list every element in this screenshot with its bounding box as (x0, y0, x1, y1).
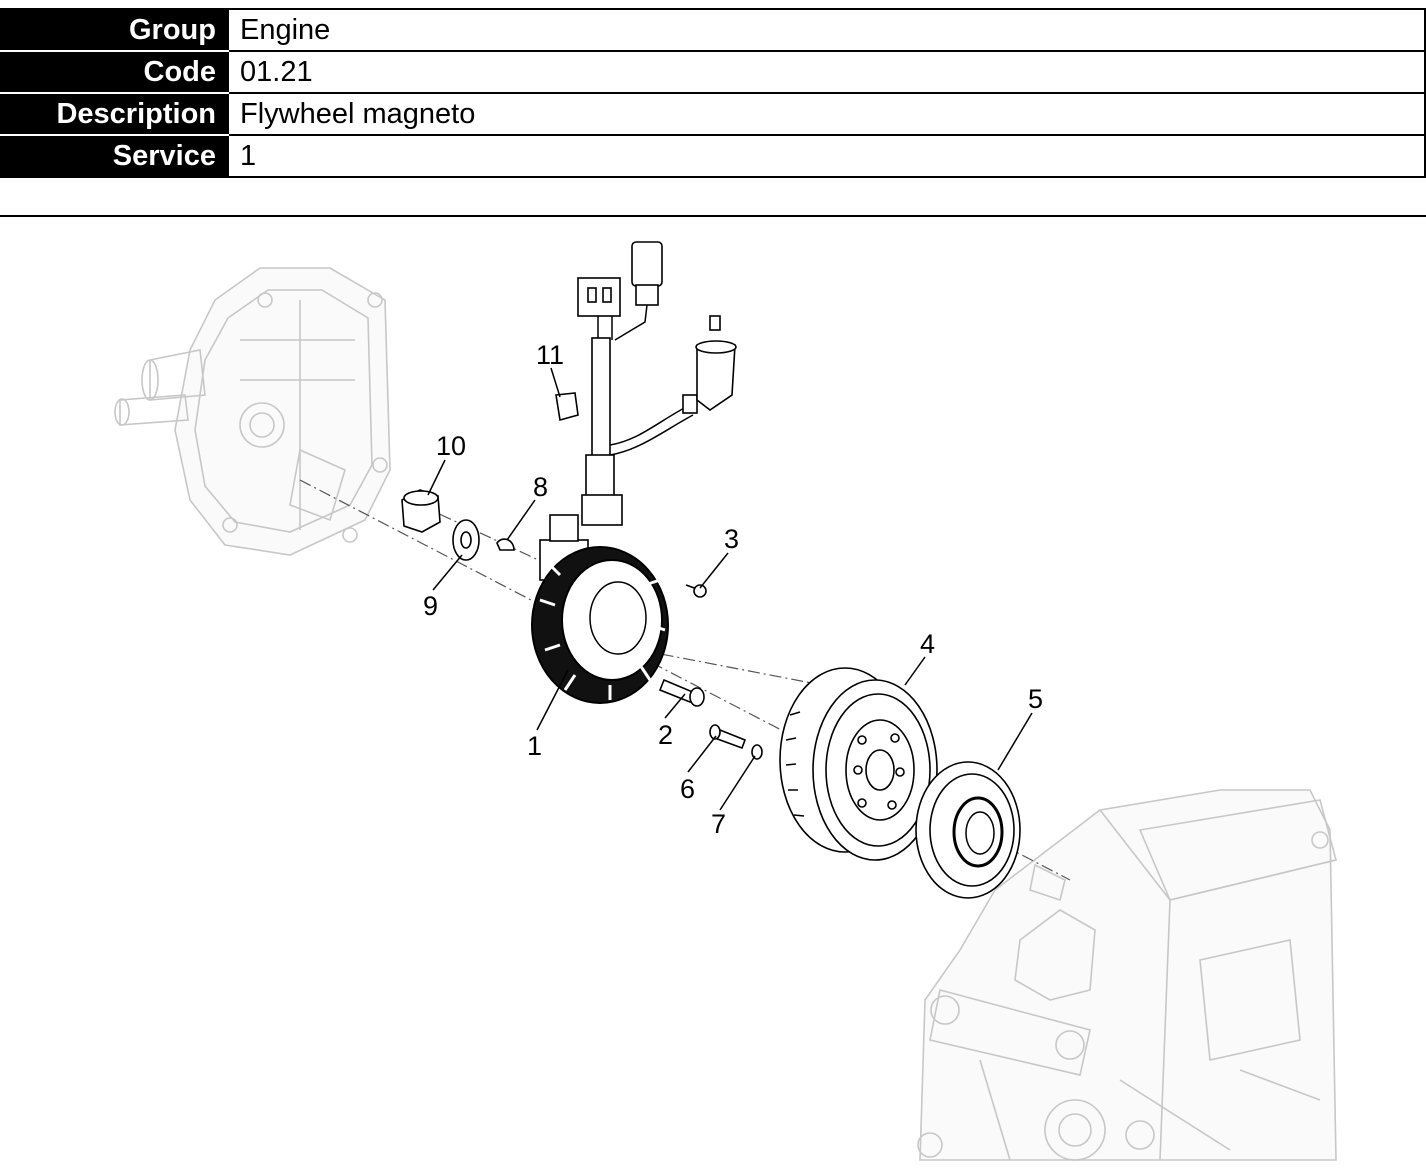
callout-2: 2 (658, 720, 673, 750)
part-info-table: Group Engine Code 01.21 Description Flyw… (0, 8, 1426, 178)
assembly-axis-upper (419, 504, 561, 571)
info-label: Description (0, 92, 228, 136)
callout-1: 1 (527, 731, 542, 761)
pickup-sensor-cap (696, 344, 736, 411)
part-2-bolt (658, 678, 705, 707)
info-row-group: Group Engine (0, 8, 1426, 52)
part-6-bolt (709, 724, 747, 750)
callout-5: 5 (1028, 684, 1043, 714)
leader-lines (427, 367, 1033, 811)
callout-9: 9 (423, 591, 438, 621)
info-row-description: Description Flywheel magneto (0, 92, 1426, 136)
harness-cable (591, 337, 611, 459)
part-5-freewheel-clutch (915, 761, 1021, 899)
info-row-service: Service 1 (0, 134, 1426, 178)
part-7-washer (751, 744, 763, 760)
connector-block (577, 277, 621, 317)
wiring-harness (577, 241, 737, 526)
callout-11: 11 (536, 340, 564, 370)
part-4-flywheel-rotor (779, 667, 938, 861)
connector-plug (631, 241, 663, 287)
callout-7: 7 (711, 809, 726, 839)
part-10-nut (401, 489, 441, 533)
crankcase-cover-ghost (114, 267, 391, 556)
part-1-stator (531, 514, 669, 704)
part-8-woodruff-key (496, 538, 515, 551)
part-11-cable-clip (555, 392, 579, 422)
callout-10: 10 (436, 431, 466, 461)
engine-block-ghost (917, 789, 1337, 1161)
info-label: Group (0, 8, 228, 52)
info-value: 1 (227, 134, 1426, 178)
callout-6: 6 (680, 774, 695, 804)
callout-4: 4 (920, 629, 935, 659)
exploded-parts-diagram: 1 2 3 4 5 6 7 8 9 10 11 (114, 241, 1337, 1161)
callout-numbers: 1 2 3 4 5 6 7 8 9 10 11 (423, 340, 1043, 839)
info-value: Engine (227, 8, 1426, 52)
part-9-washer (452, 519, 480, 561)
separator-line (0, 215, 1426, 217)
info-value: Flywheel magneto (227, 92, 1426, 136)
info-label: Code (0, 50, 228, 94)
callout-3: 3 (724, 524, 739, 554)
info-value: 01.21 (227, 50, 1426, 94)
info-row-code: Code 01.21 (0, 50, 1426, 94)
info-label: Service (0, 134, 228, 178)
callout-8: 8 (533, 472, 548, 502)
part-3-screw (685, 584, 707, 598)
